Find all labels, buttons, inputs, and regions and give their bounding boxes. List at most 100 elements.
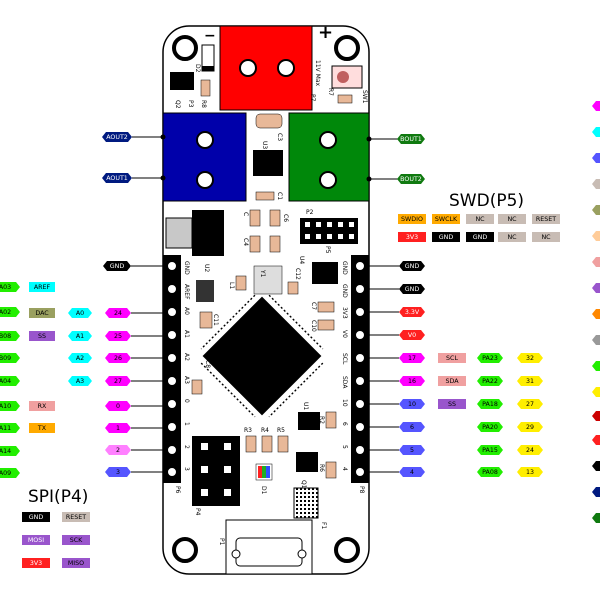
swd-row1-label-bg [432,214,460,224]
r3-label: R3 [244,427,252,434]
swd-row1-label-text: RESET [536,216,556,223]
mounting-holes [172,35,360,563]
capacitor-c10 [317,319,335,331]
right-header-pin-label: GND [341,261,348,275]
left-pa-label-text: A11 [0,425,11,432]
swd-row1-label-bg [398,214,426,224]
right-header-pin-label: 4 [341,467,348,471]
d1-label: D1 [260,486,267,495]
right-gnd2-label-text: GND [405,286,420,293]
right-pa-label-text: PA22 [482,378,498,385]
left-header-hole [167,445,177,455]
right-pin-label-bg [399,399,425,409]
right-3v3-label-text: 3.3V [405,309,420,316]
q2-label: Q2 [174,100,181,109]
left-pa-label: A09 [0,468,20,478]
right-num-label: 13 [517,467,543,477]
capacitor-c7 [317,301,335,313]
left-header-pin-label: A0 [183,307,190,315]
swd-row2-label-bg [532,232,560,242]
p7-label: P7 [309,94,316,102]
left-analog-label: A2 [68,353,92,363]
left-pa-label: A04 [0,376,20,386]
right-pin-label: 10 [399,399,425,409]
right-num-label: 32 [517,353,543,363]
bout1-label-bg [397,134,425,144]
swd-row1-label: RESET [532,214,560,224]
right-func-label: SDA [438,376,466,386]
left-gnd-label-text: GND [110,263,125,270]
p4-label: P4 [194,508,201,516]
left-pa-label: B09 [0,353,20,363]
right-num-label-text: 31 [526,378,534,385]
left-pin-label-text: 3 [116,469,120,476]
left-pa-label: A03 [0,282,20,292]
legend-swatch [592,153,600,163]
left-pin-label-bg [105,445,131,455]
right-func-label-text: SS [448,401,456,408]
left-header-pin-label: A1 [183,330,190,338]
p3-label: P3 [187,100,194,108]
right-header-pin-label: V0 [341,330,348,338]
right-num-label: 29 [517,422,543,432]
c8-label: C8 [204,360,211,368]
legend-swatch [592,179,600,189]
spi-row1-label-bg [22,512,50,522]
bout1-label: BOUT1 [397,134,425,144]
led-blue [266,466,270,478]
mount-hole-top-left [172,35,198,61]
led-red [258,466,262,478]
right-pin-label: 6 [399,422,425,432]
left-pa-label-text: B08 [0,333,11,340]
u1-label: U1 [302,402,309,410]
swd-row1-label: SWDIO [398,214,426,224]
spi-row3-label-bg [22,558,50,568]
right-func-label-bg [438,376,466,386]
legend-swatch [592,411,600,421]
transistor-q1 [296,452,318,472]
right-pa-label-bg [477,422,503,432]
swd-row2-label-bg [398,232,426,242]
left-alt-label: TX [29,423,55,433]
right-gnd1-label-bg [399,261,425,271]
left-pa-label-text: A09 [0,470,11,477]
right-gnd1-label: GND [399,261,425,271]
capacitor-cb [269,235,281,253]
swd-row2-label-bg [432,232,460,242]
right-gnd2-label: GND [399,284,425,294]
left-pa-label-text: A03 [0,284,11,291]
right-pa-label: PA23 [477,353,503,363]
spi-row1-label-text: GND [29,514,44,521]
r8-label: R8 [200,100,207,108]
left-pin-label-text: 1 [116,425,120,432]
swd-row2-label-bg [466,232,494,242]
swd-row1-label: NC [466,214,494,224]
left-pin-label-text: 2 [116,447,120,454]
right-num-label-bg [517,422,543,432]
legend-swatch [592,101,600,111]
left-pa-label-bg [0,401,20,411]
left-header-hole [167,467,177,477]
r2-label: R2 [318,416,325,424]
left-pa-label-bg [0,423,20,433]
crystal-y1 [253,265,283,295]
spi-row2-label-text: SCK [70,537,83,544]
swd-row2-label-text: GND [473,234,488,241]
mount-hole-top-right [334,35,360,61]
right-pin-label-bg [399,422,425,432]
q1-label: Q1 [300,480,307,489]
left-header-pin-label: AREF [183,284,190,300]
left-analog-label-bg [68,353,92,363]
spi-header-pins [201,443,231,496]
left-pin-label: 26 [105,353,131,363]
right-header-hole [355,307,365,317]
spi-row2-label: MOSI [22,535,50,545]
right-header-hole [355,445,365,455]
terminal-bout2-screw [319,171,337,189]
right-pa-label: PA18 [477,399,503,409]
left-header-hole [167,330,177,340]
swd-row2-label: NC [498,232,526,242]
left-alt-label-text: RX [38,403,47,410]
spi-row1-label-text: RESET [66,514,86,521]
